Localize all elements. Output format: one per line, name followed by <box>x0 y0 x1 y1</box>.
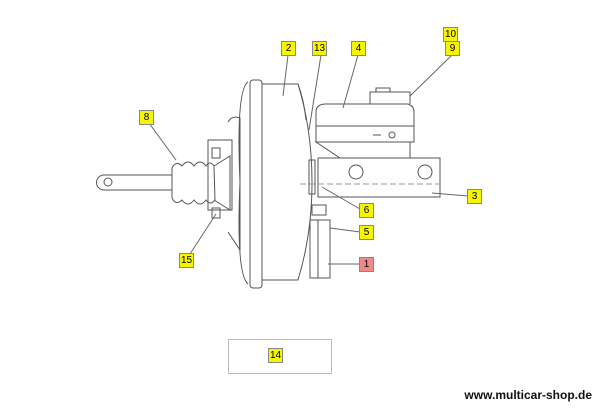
part-label-5[interactable]: 5 <box>359 225 374 240</box>
part-label-15[interactable]: 15 <box>179 253 195 268</box>
part-label-1[interactable]: 1 <box>359 257 374 272</box>
pipe-fitting <box>309 204 331 279</box>
website-watermark: www.multicar-shop.de <box>464 388 592 402</box>
part-label-10[interactable]: 10 <box>443 27 459 42</box>
part-label-9[interactable]: 9 <box>445 41 460 56</box>
part-label-2[interactable]: 2 <box>281 41 296 56</box>
booster-housing <box>238 79 313 289</box>
master-cylinder <box>300 87 441 198</box>
part-label-13[interactable]: 13 <box>312 41 328 56</box>
part-label-14[interactable]: 14 <box>268 348 284 363</box>
part-14-box <box>228 339 332 374</box>
push-rod <box>96 174 172 191</box>
bellows-boot <box>171 155 231 211</box>
part-label-8[interactable]: 8 <box>139 110 154 125</box>
part-label-6[interactable]: 6 <box>359 203 374 218</box>
mounting-flange <box>207 116 241 252</box>
leader-lines <box>148 54 469 265</box>
part-label-3[interactable]: 3 <box>467 189 482 204</box>
part-label-4[interactable]: 4 <box>351 41 366 56</box>
